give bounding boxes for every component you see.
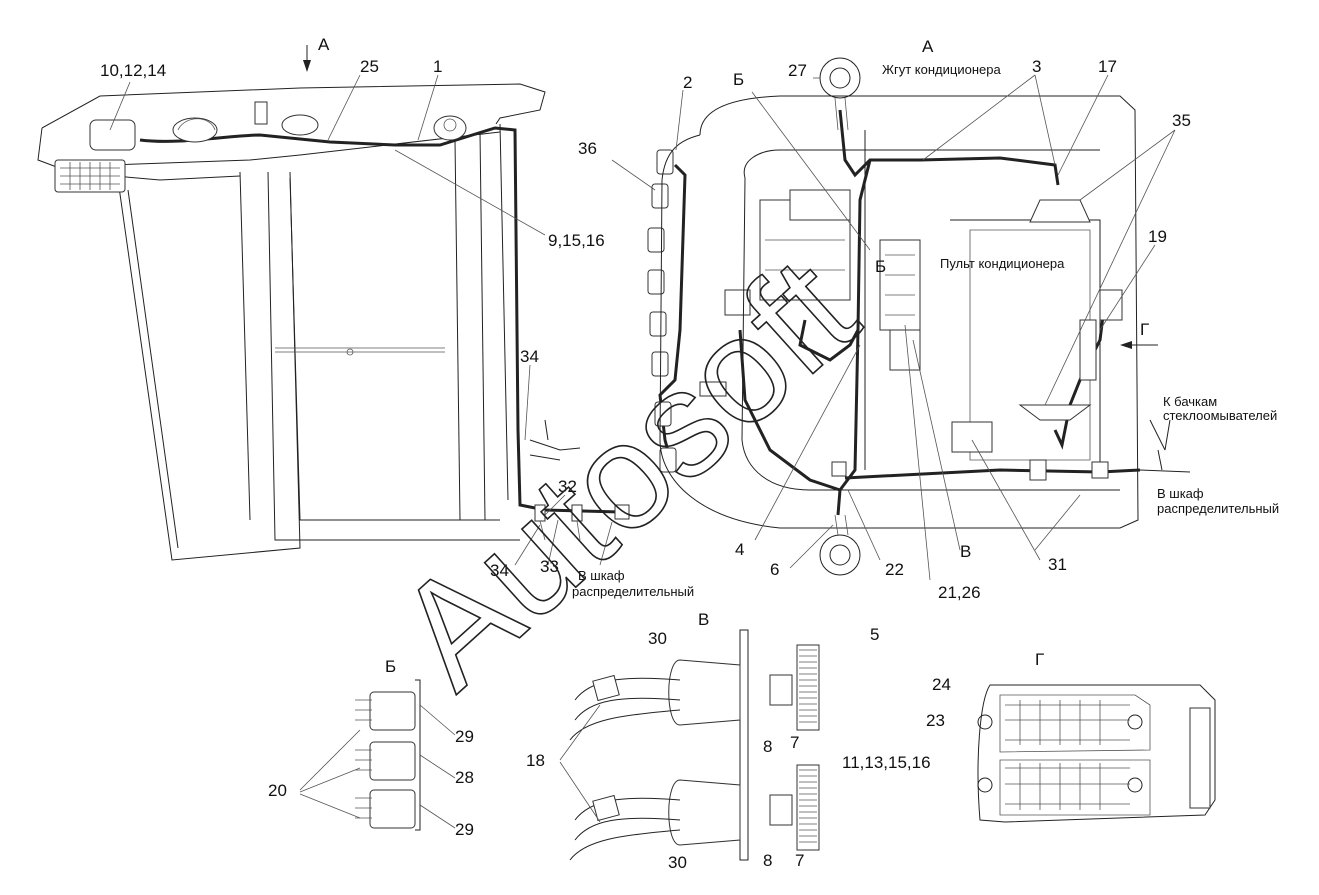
note-ac-panel: Пульт кондиционера [940,256,1065,271]
label-v-detail: В [698,610,709,629]
label-a-left: А [318,35,330,54]
label-28: 28 [455,768,474,787]
label-24: 24 [932,675,951,694]
detail-g [977,684,1216,823]
labels: А А Б Б Б В В Г Г 10,12,14 25 1 9,15,16 … [100,35,1279,872]
label-31: 31 [1048,555,1067,574]
label-a-right: А [922,37,934,56]
label-30-bottom: 30 [668,853,687,872]
left-cab-view [37,83,630,561]
label-g-mark: Г [1140,320,1149,339]
label-23: 23 [926,711,945,730]
note-cabinet-left-line1: В шкаф [578,568,625,583]
label-18: 18 [526,751,545,770]
note-harness-ac: Жгут кондиционера [882,62,1001,77]
label-4: 4 [735,540,744,559]
label-20: 20 [268,781,287,800]
label-35: 35 [1172,111,1191,130]
label-30-top: 30 [648,629,667,648]
label-22: 22 [885,560,904,579]
note-washer-line1: К бачкам [1163,394,1217,409]
label-19: 19 [1148,227,1167,246]
note-washer-line2: стеклоомывателей [1163,408,1277,423]
lamp-string [647,149,751,473]
label-11-13-15-16: 11,13,15,16 [842,753,931,772]
label-27: 27 [788,61,807,80]
label-34-bottom: 34 [490,561,509,580]
label-7-bottom: 7 [795,851,804,870]
label-6: 6 [770,560,779,579]
label-10-12-14: 10,12,14 [100,61,166,80]
detail-v [559,629,820,861]
label-5: 5 [870,625,879,644]
label-2: 2 [683,73,692,92]
label-17: 17 [1098,57,1117,76]
right-cab-view [659,57,1191,576]
label-3: 3 [1032,57,1041,76]
label-8-top: 8 [763,737,772,756]
label-7-top: 7 [790,733,799,752]
label-29-top: 29 [455,727,474,746]
note-cabinet-left-line2: распределительный [572,584,694,599]
label-1: 1 [433,57,442,76]
label-b-top: Б [733,70,744,89]
label-8-bottom: 8 [763,851,772,870]
leader-lines [109,74,1176,581]
label-32: 32 [558,477,577,496]
label-v-mark: В [960,542,971,561]
label-25: 25 [360,57,379,76]
note-cabinet-right-line2: распределительный [1157,501,1279,516]
label-36: 36 [578,139,597,158]
detail-b [299,679,456,831]
label-b-mid: Б [875,257,886,276]
label-21-26: 21,26 [938,583,981,602]
label-33: 33 [540,557,559,576]
note-cabinet-right-line1: В шкаф [1157,486,1204,501]
label-g-detail: Г [1035,650,1044,669]
label-29-bottom: 29 [455,820,474,839]
label-34-top: 34 [520,347,539,366]
label-b-detail: Б [385,657,396,676]
label-9-15-16: 9,15,16 [548,231,605,250]
